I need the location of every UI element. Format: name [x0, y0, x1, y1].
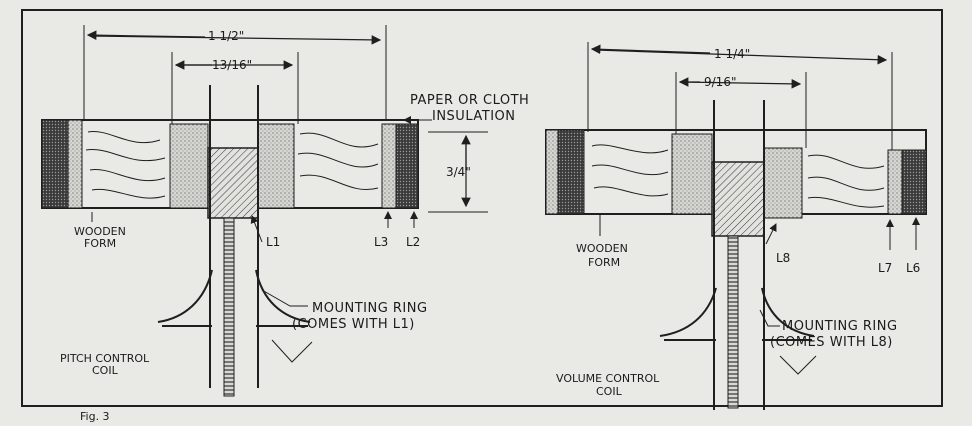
left-wood-grain: [85, 131, 166, 199]
left-winding-outer: [41, 119, 69, 209]
pitch-coil-label-1: PITCH CONTROL: [60, 352, 150, 365]
left-mount-label-1: MOUNTING RING: [312, 301, 428, 316]
right-mount-flange-right: [761, 287, 815, 341]
insulation-label-2: INSULATION: [432, 109, 515, 124]
figure-caption: Fig. 3: [80, 410, 110, 423]
right-form-label-1: WOODEN: [576, 242, 628, 255]
right-mount-flange-left: [659, 287, 717, 341]
left-mount-label-2: (COMES WITH L1): [292, 317, 415, 332]
right-winding-outer: [557, 129, 585, 215]
dim-overall-right: 1 1/4": [714, 47, 750, 61]
volume-coil-labels: 1 1/4" 9/16" WOODEN FORM L8 L7 L6 MOUNTI…: [556, 47, 920, 398]
pitch-coil-labels: 1 1/2" 13/16" 3/4" PAPER OR CLOTH INSULA…: [60, 29, 529, 377]
left-center-core: [207, 147, 259, 219]
pitch-coil-label-2: COIL: [92, 364, 119, 377]
right-threaded-rod: [727, 235, 739, 409]
volume-coil-label-1: VOLUME CONTROL: [556, 372, 660, 385]
right-form-label-2: FORM: [588, 256, 620, 269]
left-form-label-1: WOODEN: [74, 225, 126, 238]
dim-height: 3/4": [446, 165, 471, 179]
dim-inner-right: 9/16": [704, 75, 736, 89]
marker-l2: L2: [406, 235, 420, 249]
marker-l6: L6: [906, 261, 920, 275]
insulation-label-1: PAPER OR CLOTH: [410, 93, 529, 108]
right-mount-label-1: MOUNTING RING: [782, 319, 898, 334]
left-threaded-rod: [223, 217, 235, 397]
left-mount-flange-left: [157, 269, 213, 327]
left-form-label-2: FORM: [84, 237, 116, 250]
pitch-coil-drawing: [41, 25, 488, 397]
marker-l8: L8: [776, 251, 790, 265]
marker-l7: L7: [878, 261, 892, 275]
marker-l3: L3: [374, 235, 388, 249]
dim-overall-left: 1 1/2": [208, 29, 244, 43]
left-mount-flange-right: [255, 269, 311, 327]
dim-inner-left: 13/16": [212, 58, 252, 72]
frame-border: [21, 9, 943, 407]
volume-coil-drawing: [545, 42, 927, 410]
marker-l1: L1: [266, 235, 280, 249]
right-wood-grain: [591, 144, 669, 197]
right-center-core: [711, 161, 765, 237]
right-mount-label-2: (COMES WITH L8): [770, 335, 893, 350]
volume-coil-label-2: COIL: [596, 385, 623, 398]
